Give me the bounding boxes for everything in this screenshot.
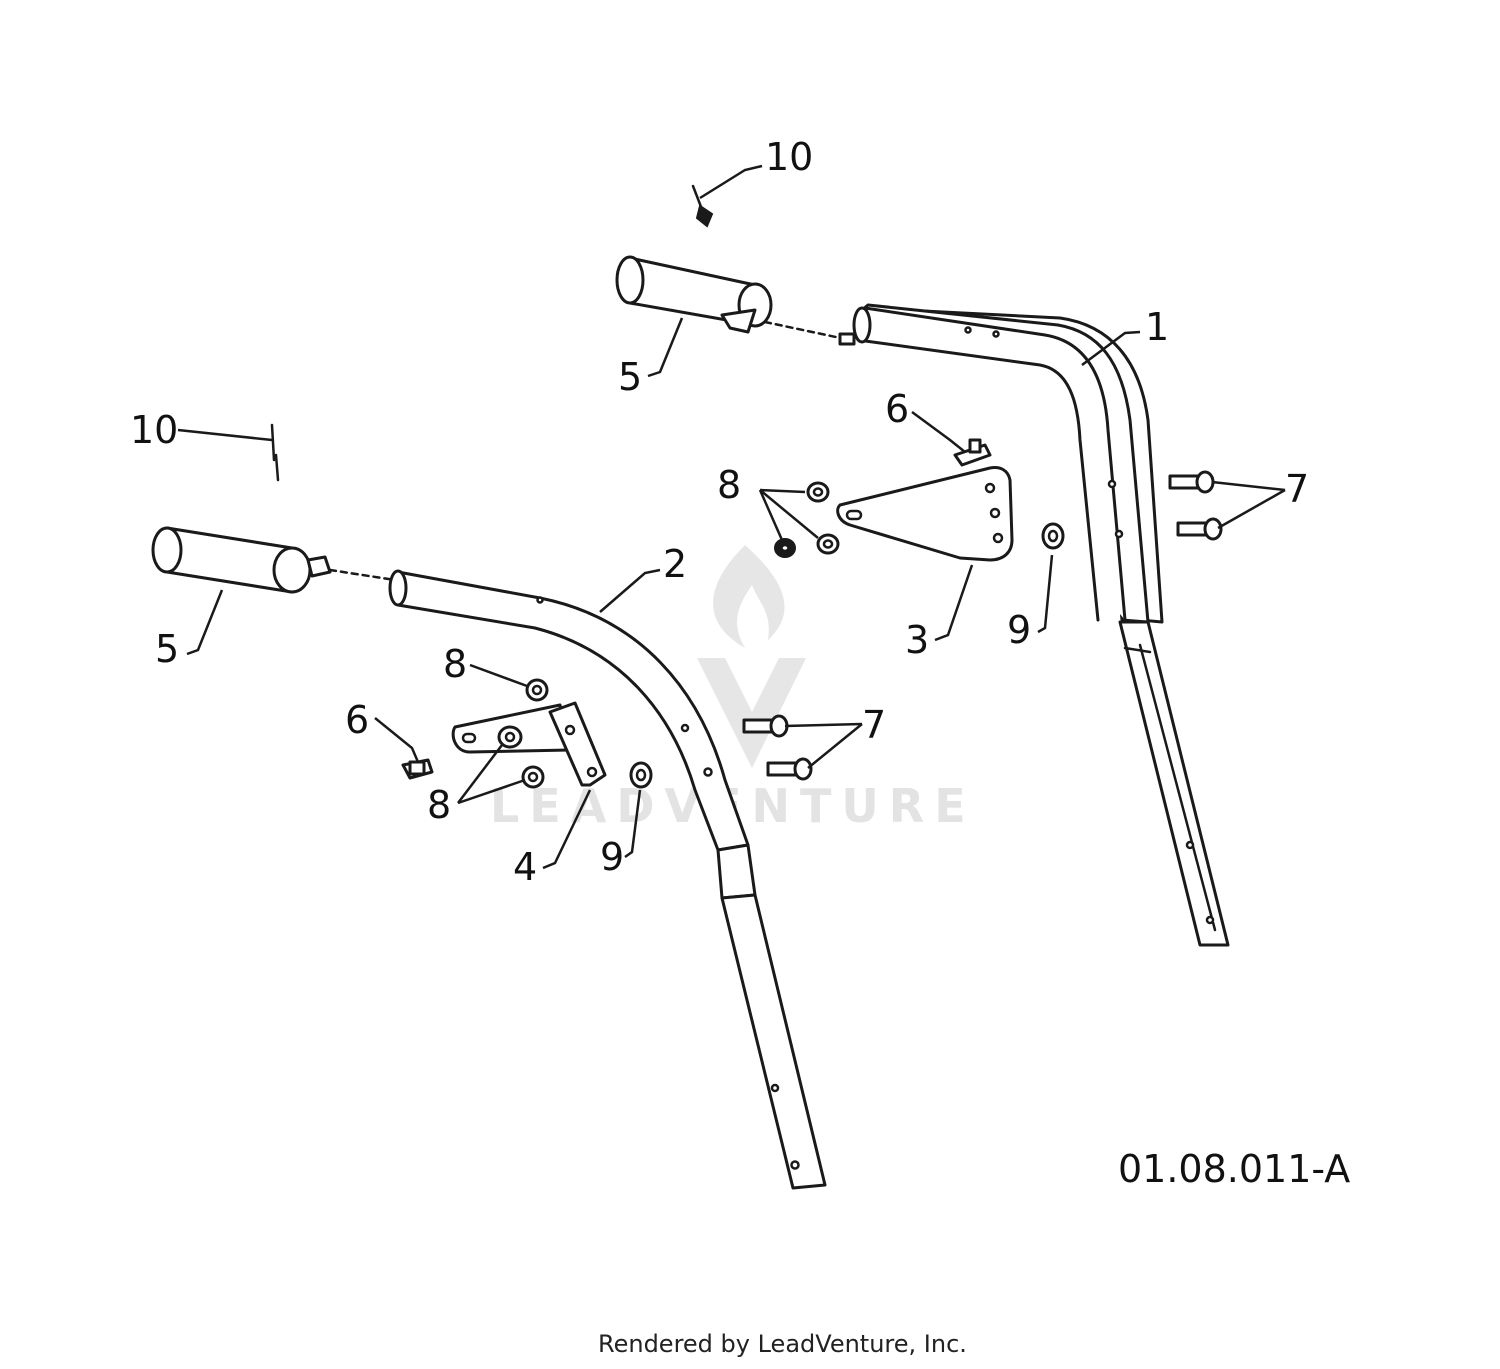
leader-lines — [177, 164, 1286, 870]
callout-9-upper: 9 — [1007, 608, 1031, 652]
callout-4: 4 — [513, 845, 537, 889]
callout-6-upper: 6 — [885, 387, 909, 431]
callout-2: 2 — [663, 542, 687, 586]
callout-6-lower: 6 — [345, 698, 369, 742]
callout-9-lower: 9 — [600, 835, 624, 879]
upper-pin-part-10 — [691, 184, 714, 228]
lower-washer-part-9 — [629, 761, 653, 789]
upper-bolts-part-7 — [1168, 470, 1223, 541]
callout-10-upper: 10 — [765, 135, 813, 179]
bracket-part-3 — [836, 466, 1014, 562]
leadventure-watermark: LEADVENTURE — [490, 545, 966, 833]
lower-bolts-part-7 — [742, 714, 813, 781]
callout-3: 3 — [905, 618, 929, 662]
lower-carriage-bolt-part-6 — [401, 758, 434, 780]
upper-grip-part-5 — [615, 255, 856, 346]
lower-pin-part-10 — [270, 423, 280, 482]
drawing-code: 01.08.011-A — [1118, 1147, 1350, 1191]
callout-7-upper: 7 — [1285, 467, 1309, 511]
callout-8-upper: 8 — [717, 463, 741, 507]
callout-7-lower: 7 — [862, 703, 886, 747]
rendered-by-footer: Rendered by LeadVenture, Inc. — [598, 1330, 967, 1358]
upper-washer-part-9 — [1041, 522, 1065, 550]
callout-10-lower: 10 — [130, 408, 178, 452]
callout-8-lower-top: 8 — [443, 642, 467, 686]
lower-handle-part-2 — [388, 569, 827, 1190]
callout-1: 1 — [1145, 305, 1169, 349]
lower-grip-part-5 — [151, 526, 397, 594]
lower-nuts-part-8 — [497, 678, 549, 789]
callout-5-upper: 5 — [618, 355, 642, 399]
part-callouts: 10 1 5 6 8 7 3 9 10 2 5 8 6 7 8 4 9 — [130, 135, 1309, 889]
upper-nuts-part-8 — [774, 481, 840, 558]
callout-5-lower: 5 — [155, 627, 179, 671]
flame-v-logo-icon — [697, 545, 806, 768]
callout-8-lower-bottom: 8 — [427, 783, 451, 827]
upper-carriage-bolt-part-6 — [953, 438, 992, 467]
